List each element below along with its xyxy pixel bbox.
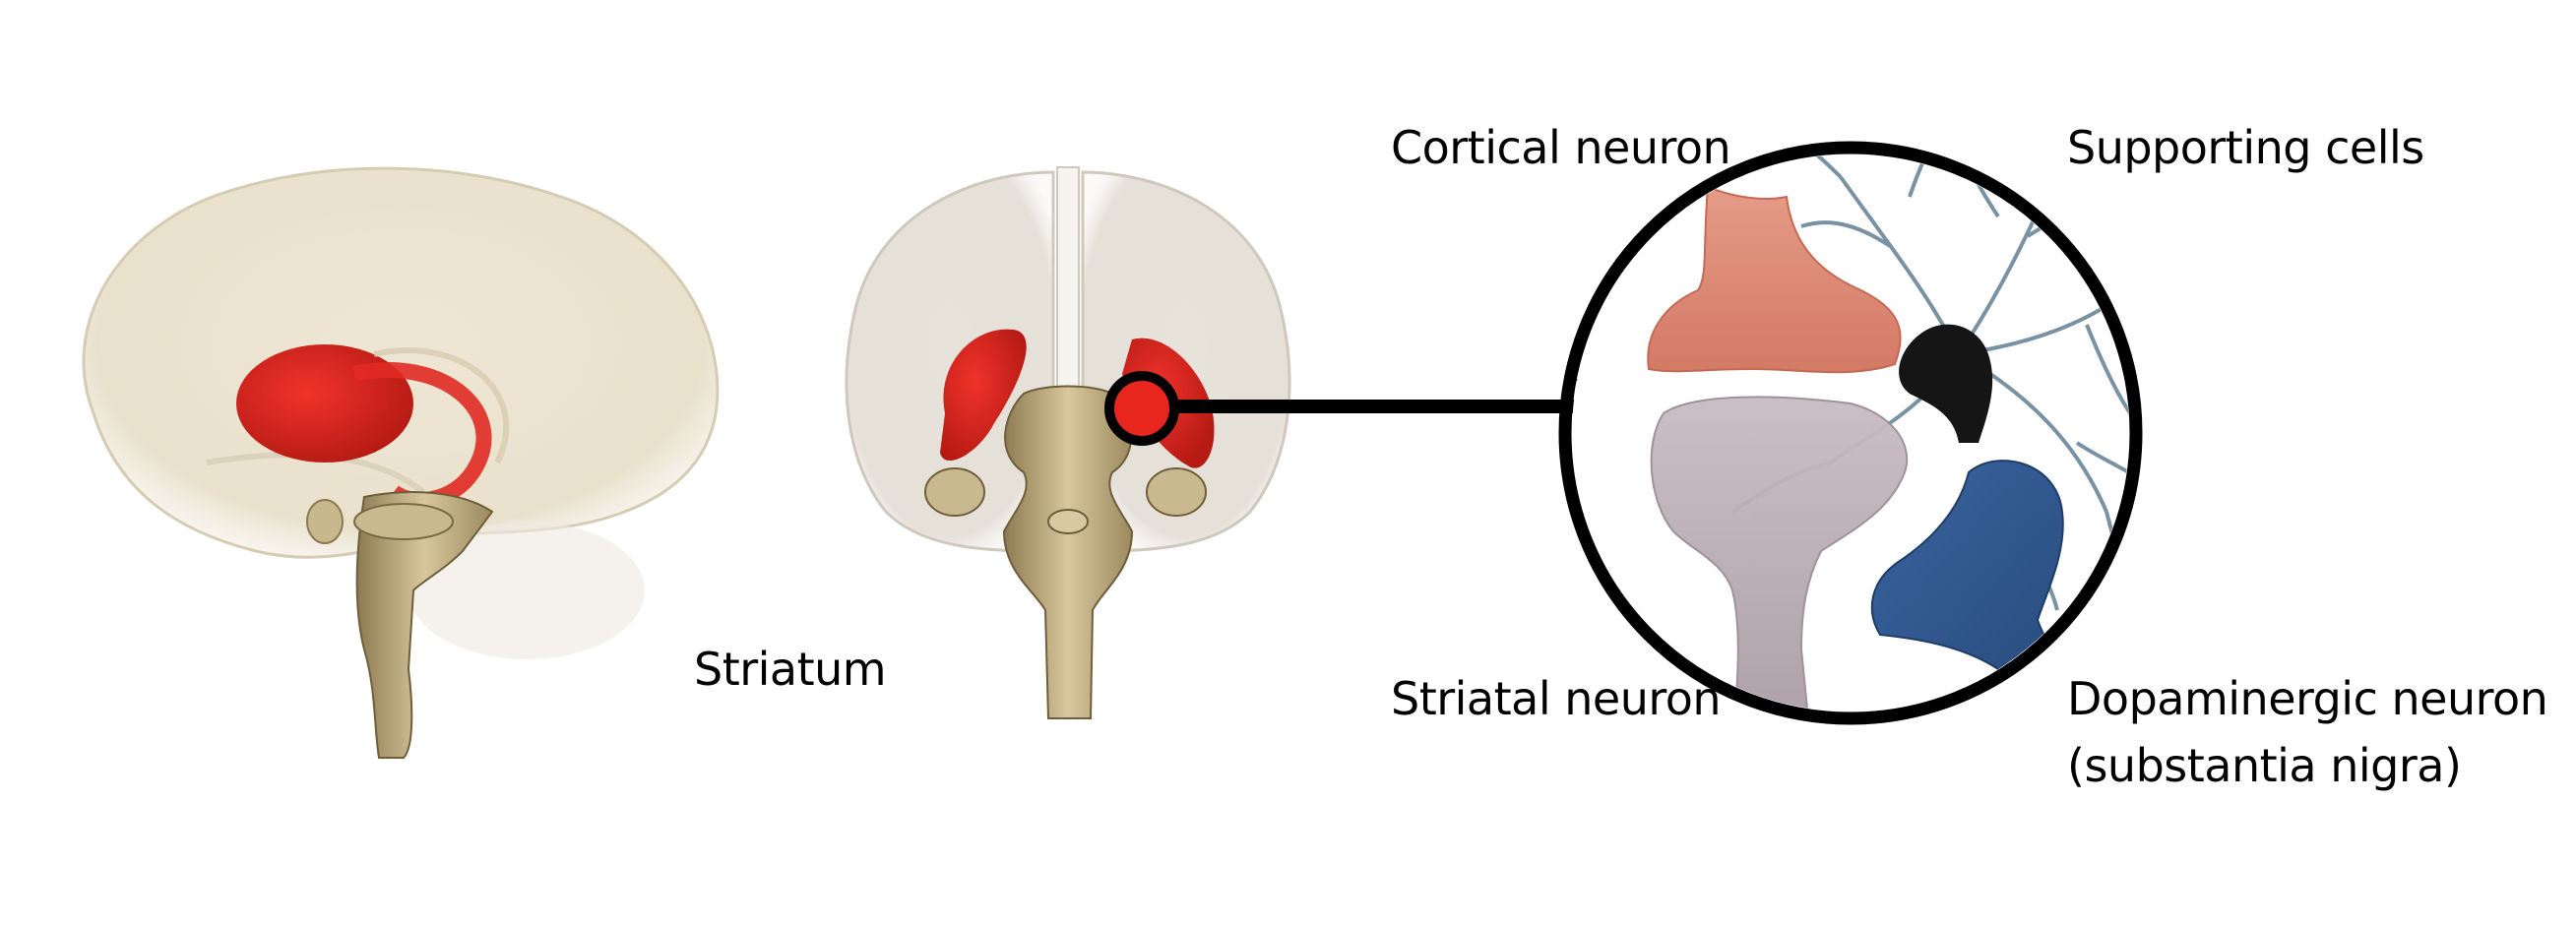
substantia-nigra-label: (substantia nigra) [2067,739,2462,792]
brain-sagittal-view [82,166,720,759]
striatum-highlight-ring [1104,371,1179,446]
supporting-cells-label: Supporting cells [2067,121,2424,174]
brain-coronal-view [845,166,1291,719]
striatum-label: Striatum [694,643,887,696]
striatal-neuron-label: Striatal neuron [1391,672,1722,725]
cortical-neuron-graphic [1647,185,1902,374]
striatal-neuron-graphic [1650,396,1909,711]
dopaminergic-neuron-label: Dopaminergic neuron [2067,672,2548,725]
synapse-zoom-circle [1558,141,2143,725]
cortical-neuron-label: Cortical neuron [1391,121,1731,174]
